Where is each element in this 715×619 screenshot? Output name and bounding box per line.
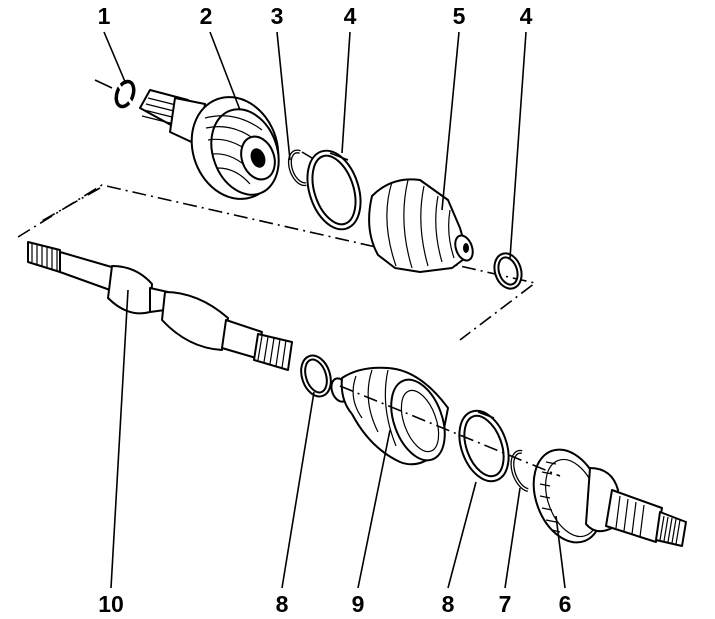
callout-10: 10 bbox=[98, 591, 124, 617]
callout-6: 6 bbox=[559, 591, 572, 617]
leader-lines bbox=[103, 31, 566, 589]
part-10-drive-shaft bbox=[27, 241, 293, 371]
part-8-clamp-lower-left bbox=[300, 354, 332, 398]
part-4-clamp-upper-left bbox=[306, 149, 362, 231]
part-9-inner-boot bbox=[330, 366, 449, 466]
part-6-outer-cv-joint bbox=[532, 448, 687, 547]
part-8-clamp-lower-right bbox=[458, 409, 510, 483]
part-7-circlip bbox=[510, 449, 529, 492]
callout-7: 7 bbox=[499, 591, 512, 617]
part-3-circlip bbox=[287, 149, 313, 187]
callout-9: 9 bbox=[352, 591, 365, 617]
assembly-outline bbox=[17, 184, 537, 341]
part-2-inner-cv-joint bbox=[139, 89, 280, 200]
callout-5: 5 bbox=[453, 3, 466, 29]
part-1-circlip bbox=[94, 79, 136, 109]
callout-3: 3 bbox=[271, 3, 284, 29]
axis-line-lower bbox=[339, 385, 561, 477]
callout-8-lower-right: 8 bbox=[442, 591, 455, 617]
callout-2: 2 bbox=[200, 3, 213, 29]
callout-4-upper-left: 4 bbox=[344, 3, 357, 29]
callout-8-lower-left: 8 bbox=[276, 591, 289, 617]
callout-4-upper-right: 4 bbox=[520, 3, 533, 29]
part-5-outer-boot bbox=[368, 178, 474, 273]
callout-1: 1 bbox=[98, 3, 111, 29]
part-4-clamp-upper-right bbox=[493, 252, 523, 290]
